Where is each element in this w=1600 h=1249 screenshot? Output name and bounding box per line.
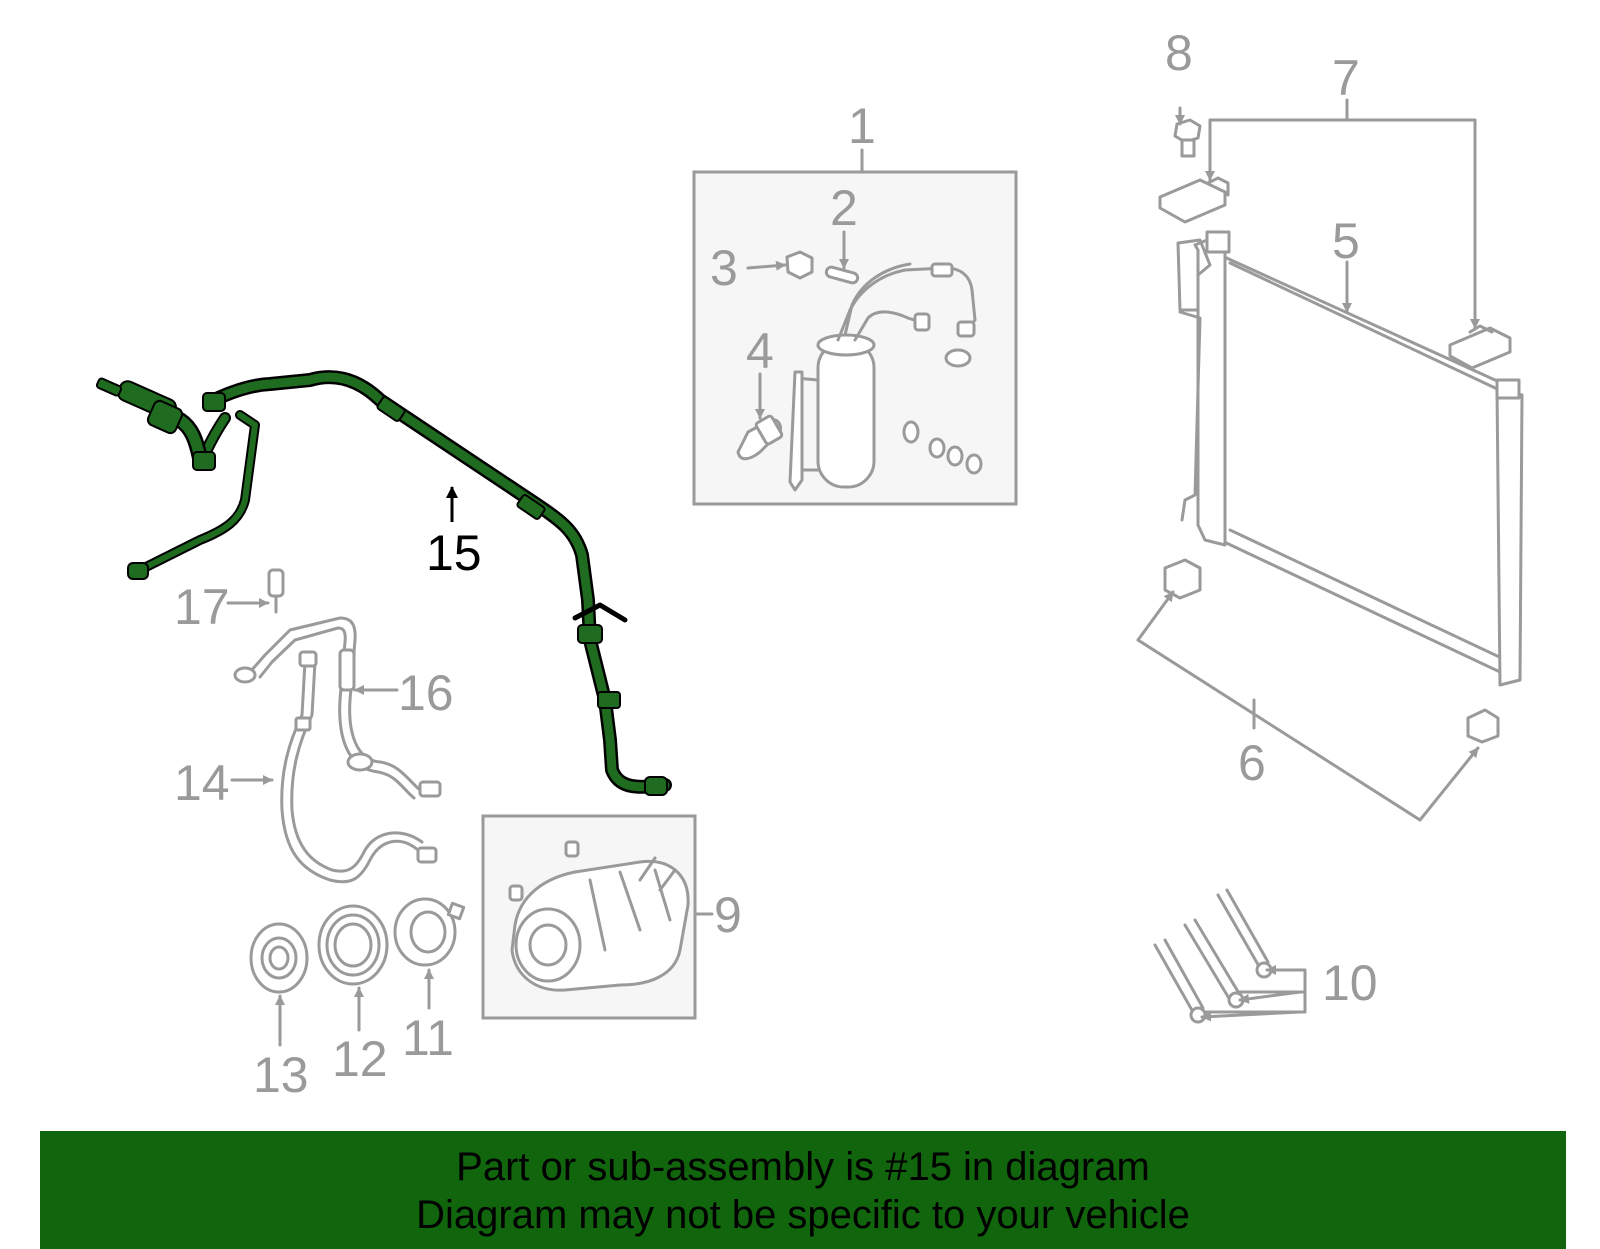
leader-lines [226,98,1480,1047]
callout-9: 9 [714,887,742,943]
callout-16: 16 [398,665,454,721]
part-12-pulley[interactable] [317,904,389,986]
callout-3: 3 [710,240,738,296]
part-15-ac-line[interactable] [95,370,672,796]
part-14-hose[interactable] [280,650,438,884]
callout-13: 13 [253,1047,309,1103]
callout-6: 6 [1238,735,1266,791]
callout-12: 12 [332,1031,388,1087]
part-4-pressure-switch[interactable] [736,414,784,461]
part-5-condenser[interactable] [1176,230,1524,687]
part-17-sensor[interactable] [267,568,285,614]
part-11-coil[interactable] [393,897,466,967]
info-banner: Part or sub-assembly is #15 in diagram D… [40,1131,1566,1249]
callout-7: 7 [1332,50,1360,106]
callout-10: 10 [1322,955,1378,1011]
callout-2: 2 [830,180,858,236]
part-2-pin[interactable] [824,265,860,285]
part-13-clutch-plate[interactable] [249,922,309,994]
callout-labels: 1 2 3 4 5 6 7 8 9 10 11 12 13 14 15 16 1… [174,25,1378,1103]
banner-line-1: Part or sub-assembly is #15 in diagram [456,1145,1150,1189]
callout-14: 14 [174,755,230,811]
callout-8: 8 [1165,25,1193,81]
callout-11: 11 [402,1010,454,1066]
callout-15: 15 [426,525,482,581]
callout-17: 17 [174,579,230,635]
part-6-isolators[interactable] [1163,558,1500,744]
part-8-bolt[interactable] [1173,118,1202,158]
callout-1: 1 [848,98,876,154]
callout-5: 5 [1332,213,1360,269]
callout-4: 4 [746,323,774,379]
part-7-brackets[interactable] [1158,176,1512,370]
part-10-bolts[interactable] [1153,888,1273,1024]
banner-line-2: Diagram may not be specific to your vehi… [416,1193,1190,1237]
part-9-compressor[interactable] [481,814,697,1020]
part-16-hose[interactable] [233,616,442,800]
part-3-plug[interactable] [785,250,814,280]
